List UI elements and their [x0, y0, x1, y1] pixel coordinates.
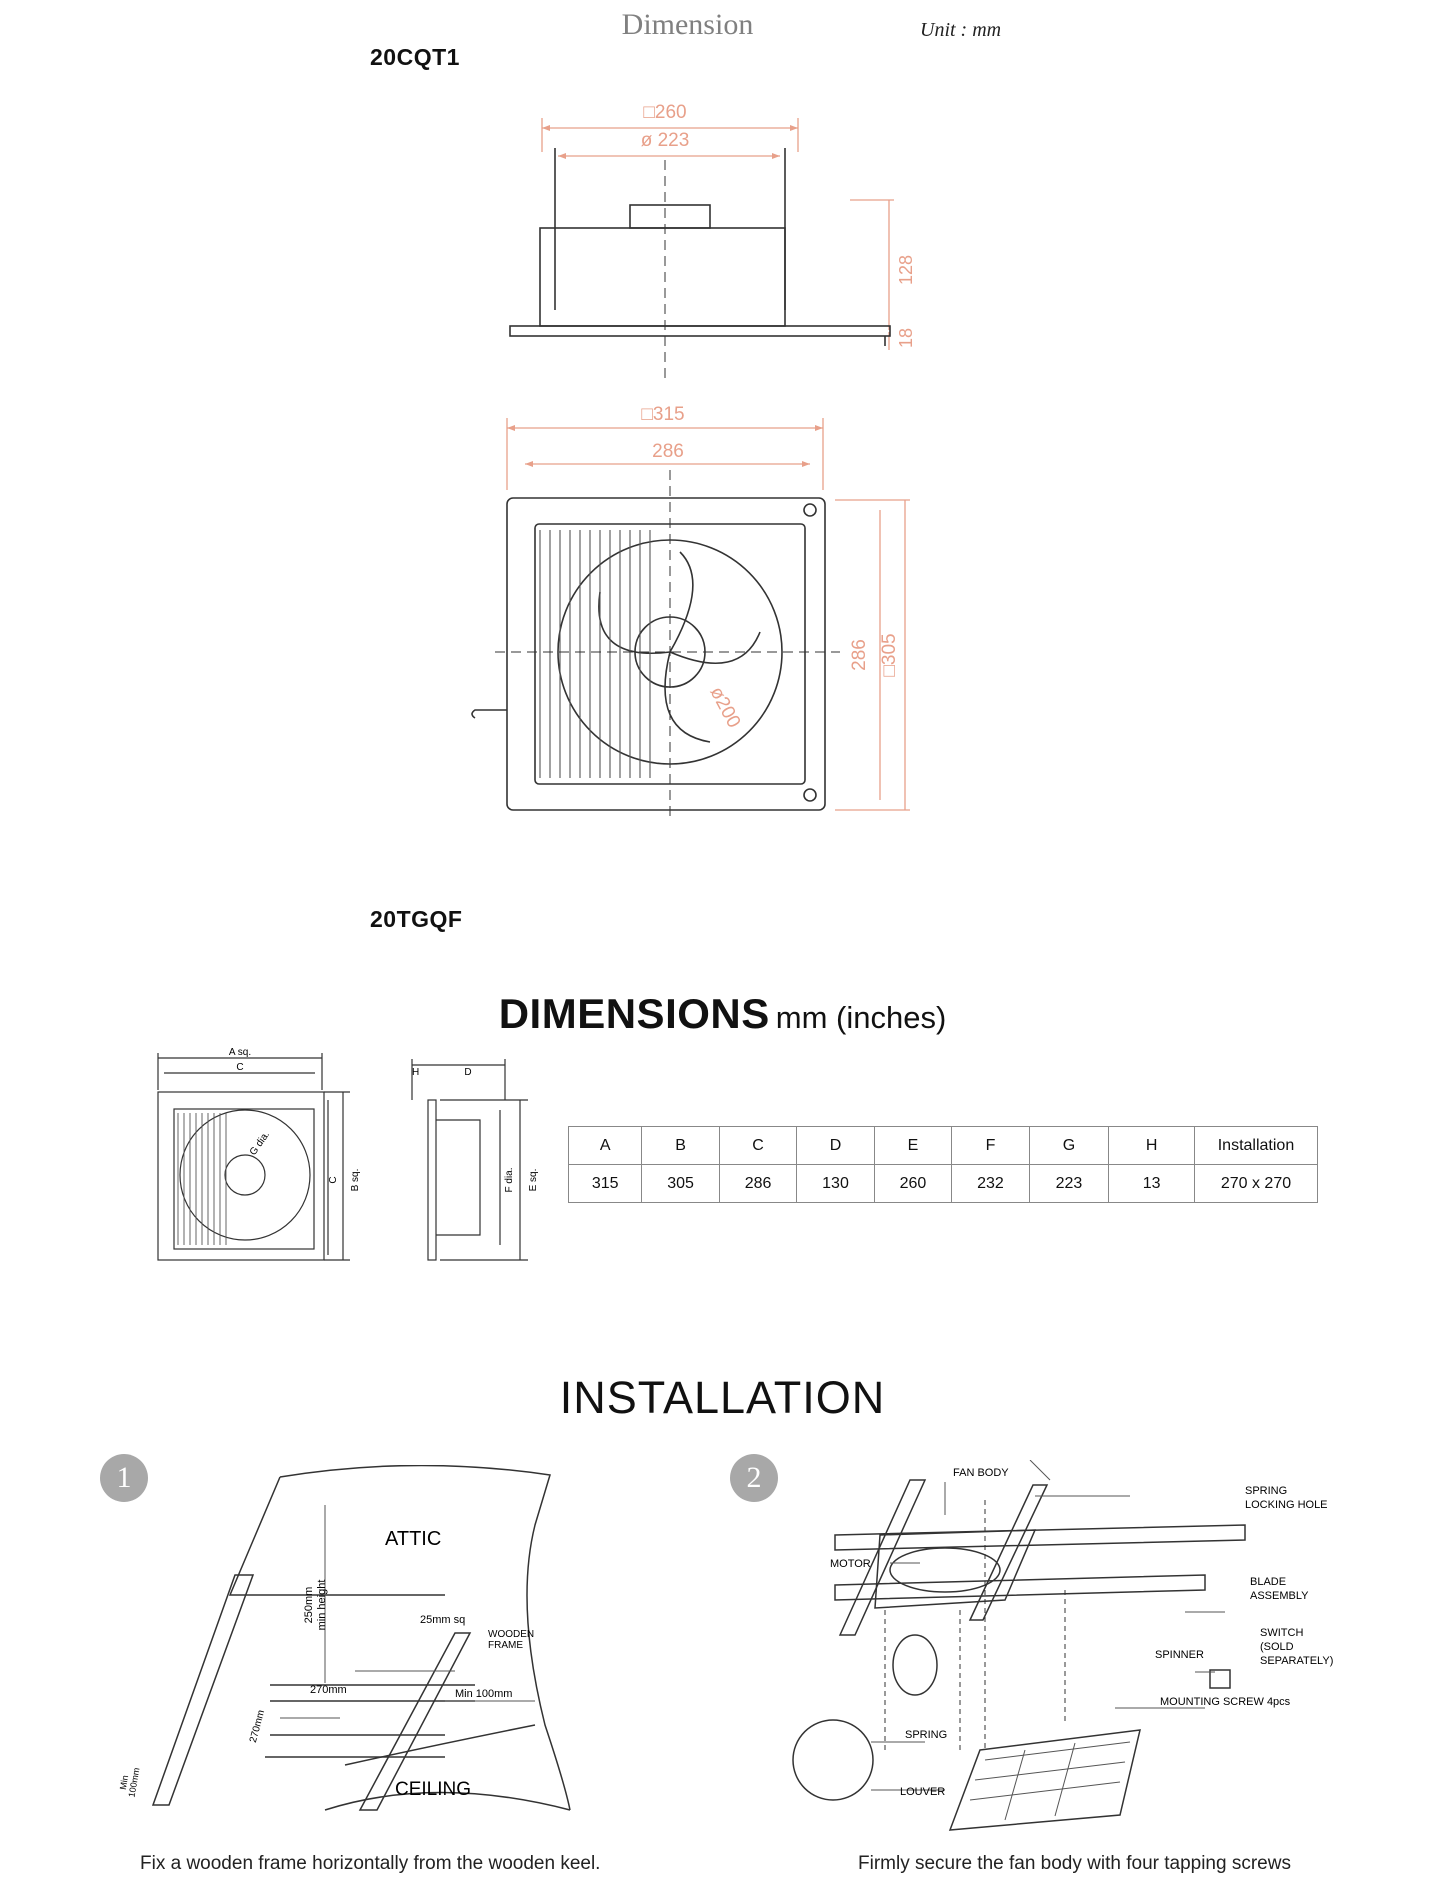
dim-front-inner: 286: [652, 441, 684, 462]
step-badge-2: 2: [730, 1454, 778, 1502]
table-cell: 13: [1108, 1164, 1195, 1203]
table-cell: 130: [796, 1164, 875, 1203]
table-header-cell: E: [873, 1126, 953, 1165]
label-switch-b: (SOLD: [1260, 1641, 1294, 1653]
dim-inner-dia: ø 223: [641, 130, 690, 151]
table-header-cell: D: [796, 1126, 875, 1165]
step2-caption: Firmly secure the fan body with four tap…: [858, 1853, 1291, 1874]
unit-label: Unit : mm: [920, 19, 1002, 41]
table-row: 315 305 286 130 260 232 223 13 270 x 270: [567, 1164, 1319, 1203]
dim-height: 128: [896, 255, 916, 285]
label-b-sq: B sq.: [350, 1169, 361, 1192]
label-switch-c: SEPARATELY): [1260, 1655, 1333, 1667]
label-a-sq: A sq.: [229, 1047, 251, 1058]
label-c-side: C: [328, 1176, 339, 1183]
table-cell: 315: [567, 1164, 643, 1203]
front-view-drawing: □315 286 286 □305 ø200: [471, 404, 910, 820]
installation-title: INSTALLATION: [559, 1372, 886, 1423]
label-270h: 270mm: [248, 1709, 267, 1744]
table-header-row: A B C D E F G H Installation: [567, 1126, 1319, 1165]
dimensions-subtitle: mm (inches): [775, 1000, 947, 1035]
table-header-cell: F: [951, 1126, 1030, 1165]
label-blade-a: BLADE: [1250, 1576, 1286, 1588]
label-g-dia: G dia.: [248, 1129, 272, 1157]
dim-front-outer: □315: [641, 404, 684, 425]
label-height: 250mm: [303, 1587, 315, 1624]
label-spring-hole-a: SPRING: [1245, 1485, 1287, 1497]
label-min-b: 100mm: [127, 1767, 142, 1798]
label-spring-hole-b: LOCKING HOLE: [1245, 1499, 1328, 1511]
step2-diagram: FAN BODY SPRING LOCKING HOLE MOTOR BLADE…: [792, 1460, 1333, 1831]
table-cell: 260: [873, 1164, 953, 1203]
label-switch-a: SWITCH: [1260, 1627, 1303, 1639]
label-mounting-screw: MOUNTING SCREW 4pcs: [1160, 1696, 1291, 1708]
model-name-second: 20TGQF: [370, 906, 463, 932]
dimension-title: Dimension: [621, 8, 754, 41]
table-header-cell: H: [1108, 1126, 1195, 1165]
side-view-drawing: □260 ø 223 128 18: [509, 102, 916, 380]
label-attic: ATTIC: [385, 1528, 441, 1550]
dim-side-outer: □305: [879, 633, 900, 676]
label-min-a: Min: [118, 1774, 130, 1790]
table-header-cell: B: [641, 1126, 720, 1165]
step1-diagram: ATTIC 250mm min height 25mm sq WOODEN FR…: [118, 1465, 571, 1811]
label-fan-body: FAN BODY: [953, 1467, 1009, 1479]
dim-flange: 18: [896, 328, 916, 348]
step1-caption: Fix a wooden frame horizontally from the…: [140, 1853, 601, 1874]
dim-fan-dia: ø200: [705, 683, 744, 731]
label-e-sq: E sq.: [528, 1169, 539, 1192]
label-270w: 270mm: [310, 1684, 347, 1696]
dimensions-title: DIMENSIONS: [498, 990, 770, 1037]
dim-outer-width: □260: [643, 102, 686, 123]
label-f-dia: F dia.: [504, 1167, 515, 1192]
step-badge-1: 1: [100, 1454, 148, 1502]
label-frame2: FRAME: [488, 1640, 523, 1651]
table-header-cell: A: [567, 1126, 643, 1165]
label-spring: SPRING: [905, 1729, 947, 1741]
label-frame: WOODEN: [488, 1629, 534, 1640]
table-header-cell: Installation: [1193, 1126, 1319, 1165]
dimensions-table: A B C D E F G H Installation 315 305 286…: [567, 1126, 1319, 1203]
label-louver: LOUVER: [900, 1786, 945, 1798]
label-d: D: [464, 1067, 471, 1078]
label-min100: Min 100mm: [455, 1688, 512, 1700]
label-sq: 25mm sq: [420, 1614, 465, 1626]
label-ceiling: CEILING: [395, 1779, 471, 1800]
table-cell: 305: [641, 1164, 720, 1203]
table-cell: 223: [1028, 1164, 1110, 1203]
label-height2: min height: [316, 1580, 328, 1631]
label-h: H: [412, 1067, 419, 1078]
dimension-diagram: A sq. C C B sq. G dia. H D F dia. E sq.: [157, 1047, 539, 1261]
label-blade-b: ASSEMBLY: [1250, 1590, 1309, 1602]
table-header-cell: G: [1028, 1126, 1110, 1165]
label-c: C: [236, 1062, 243, 1073]
dim-side-inner: 286: [849, 639, 870, 671]
table-header-cell: C: [718, 1126, 798, 1165]
table-cell: 232: [951, 1164, 1030, 1203]
label-motor: MOTOR: [830, 1558, 871, 1570]
model-name-first: 20CQT1: [370, 44, 460, 70]
label-spinner: SPINNER: [1155, 1649, 1204, 1661]
table-cell: 270 x 270: [1193, 1164, 1319, 1203]
table-cell: 286: [718, 1164, 798, 1203]
